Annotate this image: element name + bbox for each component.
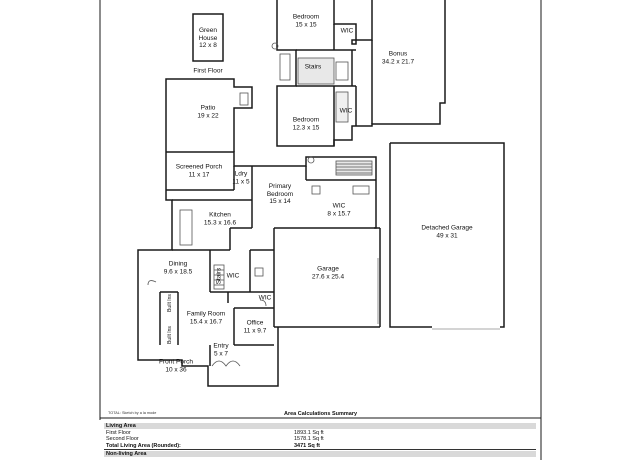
primary-wic-size: 8 x 15.7	[327, 210, 351, 217]
screened-porch-name: Screened Porch	[175, 163, 223, 171]
summary-row-label: Non-living Area	[106, 451, 147, 457]
summary-row-value: 3471 Sq ft	[294, 443, 320, 449]
second-floor-walls	[276, 0, 446, 147]
entry-size: 5 x 7	[213, 350, 229, 357]
first-floor-stairs-label: Stairs	[215, 267, 223, 285]
green-house-size: 12 x 8	[199, 41, 217, 49]
patio-name: Patio	[200, 104, 216, 112]
first-floor-walls	[137, 151, 381, 387]
top-bedroom-name: Bedroom	[292, 13, 320, 21]
summary-row-label: First Floor	[106, 430, 131, 436]
patio-label: Patio 19 x 22	[197, 105, 218, 120]
green-house-name-1: Green	[198, 26, 218, 34]
detached-garage-size: 49 x 31	[436, 232, 458, 239]
office-label: Office 11 x 9.7	[244, 320, 267, 335]
laundry-name: Ldry	[234, 170, 248, 178]
primary-wic-name: WIC	[332, 202, 346, 210]
summary-divider	[104, 449, 536, 450]
bonus-name: Bonus	[388, 50, 408, 58]
green-house-name-2: House	[198, 34, 218, 42]
top-bedroom-size: 15 x 15	[295, 21, 317, 28]
family-room-name: Family Room	[186, 310, 226, 318]
summary-row-value: 1578.1 Sq ft	[294, 436, 324, 442]
top-wic-label: WIC	[340, 27, 354, 35]
summary-row-first-floor: First Floor 1893.1 Sq ft	[104, 430, 536, 436]
summary-row-label: Second Floor	[106, 436, 139, 442]
garage-size: 27.6 x 25.4	[311, 273, 345, 280]
living-area-header-bg	[104, 423, 536, 429]
first-floor-wic-b-label: WIC	[258, 294, 272, 302]
built-ins-bottom-label: Built Ins	[167, 326, 173, 344]
patio-outline	[165, 78, 253, 152]
office-size: 11 x 9.7	[243, 327, 267, 334]
primary-bedroom-name-2: Bedroom	[266, 190, 294, 198]
bottom-bedroom-name: Bedroom	[292, 116, 320, 124]
primary-wic-label: WIC 8 x 15.7	[327, 203, 350, 218]
screened-porch-label: Screened Porch 11 x 17	[176, 164, 223, 179]
dining-name: Dining	[168, 260, 188, 268]
front-porch-name: Front Porch	[159, 358, 193, 366]
primary-bedroom-label: Primary Bedroom 15 x 14	[267, 183, 293, 206]
second-floor-stairs-label: Stairs	[304, 63, 322, 71]
detached-garage-label: Detached Garage 49 x 31	[421, 225, 472, 240]
kitchen-label: Kitchen 15.3 x 16.6	[204, 212, 236, 227]
screened-porch-size: 11 x 17	[188, 171, 210, 178]
second-floor-wic-label: WIC	[339, 107, 353, 115]
green-house-label: Green House 12 x 8	[199, 27, 218, 50]
area-summary-title: Area Calculations Summary	[284, 411, 358, 417]
bonus-label: Bonus 34.2 x 21.7	[382, 51, 414, 66]
front-porch-size: 10 x 36	[165, 366, 187, 373]
built-ins-top-label: Built Ins	[167, 294, 173, 312]
green-house-outline	[192, 13, 224, 62]
summary-row-second-floor: Second Floor 1578.1 Sq ft	[104, 436, 536, 442]
dining-size: 9.6 x 18.5	[163, 268, 193, 275]
dining-label: Dining 9.6 x 18.5	[164, 261, 193, 276]
detached-garage-name: Detached Garage	[421, 224, 473, 232]
summary-row-living-area: Living Area	[104, 423, 536, 429]
bottom-bedroom-label: Bedroom 12.3 x 15	[293, 117, 320, 132]
office-name: Office	[246, 319, 264, 327]
detached-garage-outline	[389, 142, 505, 328]
entry-label: Entry 5 x 7	[213, 343, 228, 358]
summary-row-total-living-area: Total Living Area (Rounded): 3471 Sq ft	[104, 443, 536, 449]
summary-row-non-living-area: Non-living Area	[104, 451, 536, 457]
garage-name: Garage	[317, 265, 339, 273]
laundry-size: 11 x 5	[232, 178, 250, 185]
patio-size: 19 x 22	[197, 112, 219, 119]
scale-note: TOTAL: Sketch by a la mode	[108, 411, 157, 415]
primary-bedroom-name-1: Primary	[268, 182, 292, 190]
first-floor-wic-a-label: WIC	[226, 272, 240, 280]
family-room-label: Family Room 15.4 x 16.7	[187, 311, 225, 326]
page-frame	[99, 0, 542, 460]
kitchen-name: Kitchen	[209, 211, 231, 219]
entry-name: Entry	[213, 342, 229, 350]
summary-row-label: Total Living Area (Rounded):	[106, 443, 181, 449]
primary-bedroom-size: 15 x 14	[269, 197, 291, 205]
fixtures	[147, 42, 373, 367]
laundry-label: Ldry 11 x 5	[232, 171, 249, 186]
front-porch-label: Front Porch 10 x 36	[159, 359, 193, 374]
summary-row-value: 1893.1 Sq ft	[294, 430, 324, 436]
kitchen-size: 15.3 x 16.6	[203, 219, 237, 226]
family-room-size: 15.4 x 16.7	[189, 318, 223, 325]
first-floor-label: First Floor	[193, 67, 223, 75]
non-living-area-header-bg	[104, 451, 536, 457]
area-summary-table: Living Area First Floor 1893.1 Sq ft Sec…	[100, 418, 540, 460]
bonus-size: 34.2 x 21.7	[381, 58, 415, 65]
summary-row-label: Living Area	[106, 423, 136, 429]
garage-label: Garage 27.6 x 25.4	[312, 266, 344, 281]
bottom-bedroom-size: 12.3 x 15	[292, 124, 320, 131]
top-bedroom-label: Bedroom 15 x 15	[293, 14, 319, 29]
